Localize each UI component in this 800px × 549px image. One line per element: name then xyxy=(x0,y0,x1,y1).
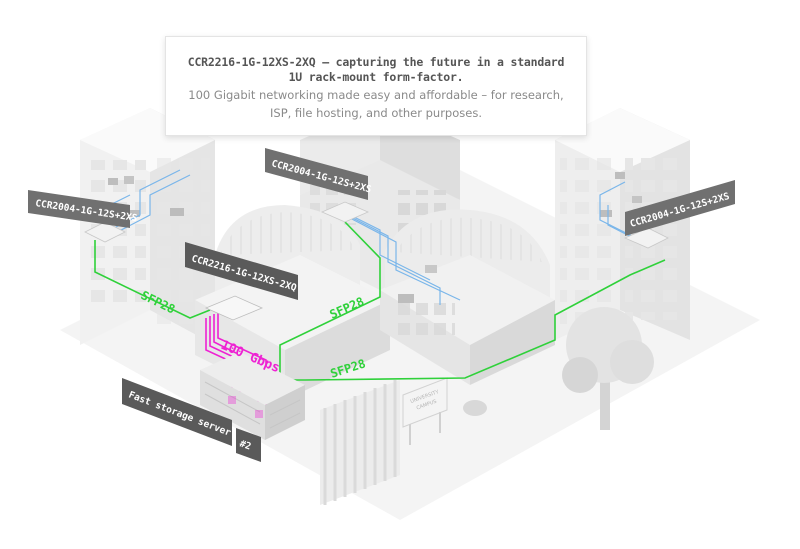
tag-server-2: #2 xyxy=(236,428,261,462)
router-core xyxy=(204,295,264,321)
storage-servers xyxy=(200,352,305,440)
callout-sub-line2: ISP, file hosting, and other purposes. xyxy=(270,106,482,120)
tag-server-2-text: #2 xyxy=(238,438,252,452)
sfp28-links xyxy=(94,221,666,381)
fence xyxy=(320,380,400,505)
callout-headline-line2: 1U rack-mount form-factor. xyxy=(288,70,464,84)
callout-headline-line1: CCR2216-1G-12XS-2XQ – capturing the futu… xyxy=(187,55,565,69)
headline-callout: CCR2216-1G-12XS-2XQ – capturing the futu… xyxy=(165,36,587,136)
callout-sub-line1: 100 Gigabit networking made easy and aff… xyxy=(188,88,564,102)
university-sign: UNIVERSITY CAMPUS xyxy=(402,377,448,445)
right-building xyxy=(555,108,690,340)
router-left xyxy=(84,221,126,243)
bush xyxy=(463,400,487,416)
tree xyxy=(562,307,654,430)
router-center xyxy=(320,201,370,223)
